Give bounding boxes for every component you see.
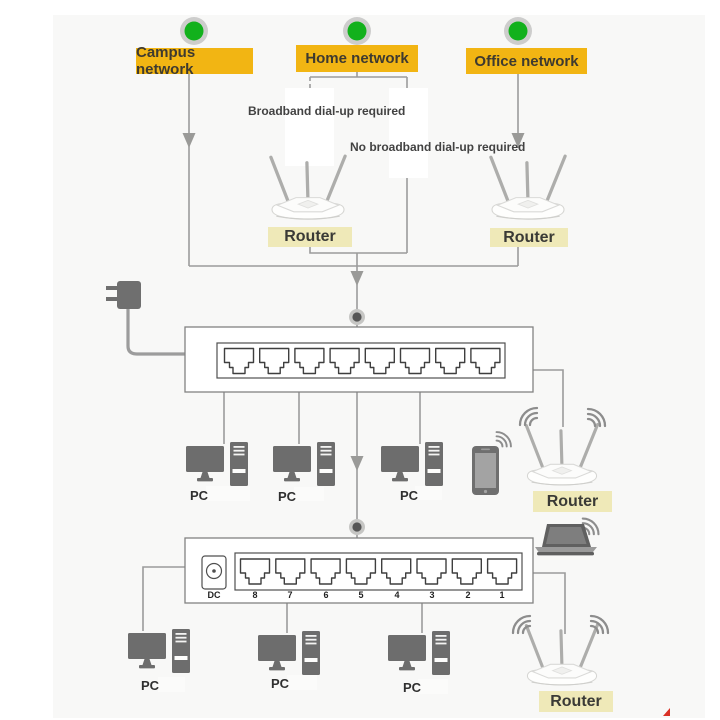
port-number: 1 (499, 590, 505, 600)
switch-bottom (184, 537, 534, 604)
dc-port-label: DC (207, 590, 221, 600)
port-number: 4 (394, 590, 400, 600)
label-patch (158, 677, 185, 692)
pc4-elbow (142, 566, 185, 631)
pc-icon (186, 442, 248, 486)
label-patch (287, 675, 317, 690)
wireless-router-lower-icon (524, 622, 600, 687)
wifi-icon (518, 406, 539, 427)
port-number: 3 (429, 590, 435, 600)
home-network-label: Home network (296, 45, 418, 72)
office-router-label: Router (490, 228, 568, 247)
pc-icon (258, 631, 320, 675)
connection-lines (142, 72, 566, 634)
down-arrow-icon (350, 456, 364, 471)
port-number: 5 (358, 590, 364, 600)
campus-network-label: Campus network (136, 44, 253, 78)
junction-nodes (349, 309, 365, 535)
pc-icon (381, 442, 443, 486)
flow-arrows (182, 133, 525, 471)
port-number: 2 (465, 590, 471, 600)
port-number: 7 (287, 590, 293, 600)
power-adapter-icon (106, 281, 185, 356)
white-patch (285, 88, 334, 166)
pc-label: PC (271, 676, 290, 691)
label-patch (418, 679, 448, 694)
pc-icon (388, 631, 450, 675)
no-broadband-note: No broadband dial-up required (350, 140, 526, 154)
wireless-router-upper-icon (524, 422, 600, 487)
pc-icon (273, 442, 335, 486)
down-arrow-icon (182, 133, 196, 148)
wireless-router-upper-label: Router (533, 491, 612, 512)
laptop-icon (535, 524, 597, 556)
home-router-label: Router (268, 227, 352, 247)
down-arrow-icon (511, 133, 525, 148)
white-patch (389, 88, 428, 178)
label-patch (206, 486, 250, 501)
red-artifact (663, 708, 670, 716)
switch-top (184, 326, 534, 393)
office-network-label: Office network (466, 48, 587, 74)
switch1-to-router-line (533, 369, 564, 427)
port-number: 6 (323, 590, 329, 600)
wifi-icon (495, 431, 512, 448)
router-output-bracket (309, 246, 407, 254)
pc-label: PC (278, 489, 297, 504)
office-router-icon (489, 154, 567, 221)
pc-label: PC (403, 680, 422, 695)
smartphone-icon (472, 446, 499, 495)
pc-label: PC (190, 488, 209, 503)
network-indicators (180, 17, 532, 45)
switch2-to-router-line (533, 572, 566, 634)
label-patch (294, 487, 324, 501)
pc-label: PC (141, 678, 160, 693)
label-patch (415, 486, 442, 500)
port-number: 8 (252, 590, 258, 600)
broadband-note: Broadband dial-up required (248, 104, 406, 118)
pc-label: PC (400, 488, 419, 503)
down-arrow-icon (350, 271, 364, 286)
wireless-router-lower-label: Router (539, 691, 613, 712)
pc-icon (128, 629, 190, 673)
